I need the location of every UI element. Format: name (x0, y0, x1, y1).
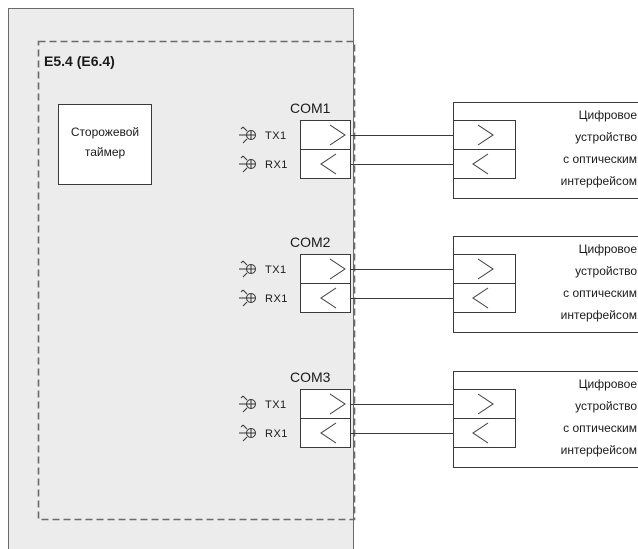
rx-label: RX1 (265, 428, 288, 440)
device-label-line-3: с оптическим (563, 421, 637, 435)
rx-receive-symbol (320, 422, 337, 444)
device-label-line-1: Цифровое (579, 108, 638, 122)
device-label-line-1: Цифровое (579, 377, 638, 391)
tx-label: TX1 (265, 399, 287, 411)
device-receive-symbol (477, 258, 494, 280)
device-label-line-3: с оптическим (563, 152, 637, 166)
watchdog-label-line-2: таймер (85, 145, 126, 159)
tx-optical-icon (239, 126, 256, 144)
rx-label: RX1 (265, 293, 288, 305)
module-panel (8, 8, 354, 549)
tx-optical-icon (239, 260, 256, 278)
device-label-line-3: с оптическим (563, 286, 637, 300)
tx-transmit-symbol (329, 124, 346, 146)
device-receive-symbol (477, 393, 494, 415)
device-label-line-4: интерфейсом (561, 174, 637, 188)
rx-optical-icon (239, 289, 256, 307)
rx-receive-symbol (320, 287, 337, 309)
rx-receive-symbol (320, 153, 337, 175)
device-transmit-symbol (472, 422, 489, 444)
device-receive-symbol (477, 124, 494, 146)
rx-label: RX1 (265, 159, 288, 171)
rx-optical-icon (239, 424, 256, 442)
tx-label: TX1 (265, 130, 287, 142)
module-dashed-border (37, 40, 356, 521)
device-label-line-1: Цифровое (579, 242, 638, 256)
tx-optical-icon (239, 395, 256, 413)
watchdog-box (58, 104, 152, 185)
device-label-line-2: устройство (575, 130, 637, 144)
module-title: E5.4 (E6.4) (44, 53, 115, 69)
com-label: COM3 (290, 369, 331, 385)
tx-transmit-symbol (329, 258, 346, 280)
tx-transmit-symbol (329, 393, 346, 415)
device-label-line-4: интерфейсом (561, 308, 637, 322)
watchdog-label-line-1: Сторожевой (71, 125, 139, 139)
device-label-line-2: устройство (575, 264, 637, 278)
tx-label: TX1 (265, 264, 287, 276)
com-label: COM2 (290, 234, 331, 250)
device-label-line-2: устройство (575, 399, 637, 413)
device-label-line-4: интерфейсом (561, 443, 637, 457)
rx-optical-icon (239, 155, 256, 173)
device-transmit-symbol (472, 153, 489, 175)
device-transmit-symbol (472, 287, 489, 309)
com-label: COM1 (290, 100, 331, 116)
